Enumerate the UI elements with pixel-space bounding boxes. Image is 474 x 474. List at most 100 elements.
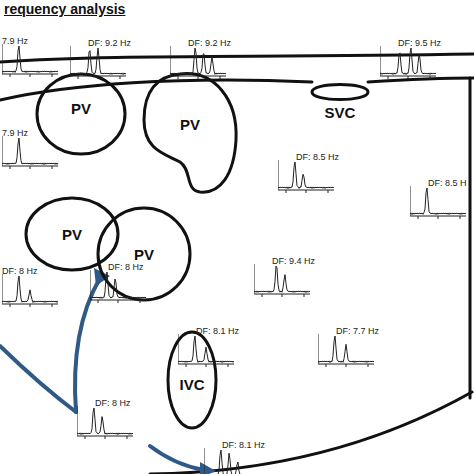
atrial-wall (368, 78, 474, 82)
spectrum-trace (318, 336, 374, 363)
activation-arrow (0, 346, 76, 412)
spectrum-axis (254, 264, 255, 294)
spectrum-tick (408, 76, 409, 79)
spectrum-tick (186, 364, 187, 367)
spectrum-tick (10, 166, 11, 169)
vessel-label: PV (140, 116, 240, 133)
spectrum-axis (90, 270, 91, 300)
spectrum-tick (198, 76, 199, 79)
dominant-frequency: DF: 7.7 Hz (336, 326, 379, 336)
dominant-frequency: 7.9 Hz (2, 36, 28, 46)
spectrum-axis (278, 160, 279, 190)
spectrum-trace (90, 272, 146, 299)
diagram-title: requency analysis (4, 1, 125, 17)
spectrum-trace (2, 138, 58, 165)
spectrum-trace (170, 48, 226, 75)
frequency-spectrum (254, 264, 310, 298)
dominant-frequency: DF: 9.4 Hz (272, 256, 315, 266)
spectrum-trace (77, 408, 133, 435)
dominant-frequency: DF: 8 Hz (108, 262, 144, 272)
spectrum-axis (77, 406, 78, 436)
spectrum-axis (2, 44, 3, 74)
spectrum-axis (170, 46, 171, 76)
spectrum-tick (30, 304, 31, 307)
atrial-roof (0, 54, 474, 62)
spectrum-tick (10, 304, 11, 307)
spectrum-tick (10, 74, 11, 77)
dominant-frequency: DF: 9.2 Hz (188, 38, 231, 48)
spectrum-tick (286, 190, 287, 193)
spectrum-trace (254, 266, 310, 293)
dominant-frequency: DF: 8.5 Hz (296, 152, 339, 162)
spectrum-tick (118, 300, 119, 303)
spectrum-tick (85, 436, 86, 439)
spectrum-axis (2, 136, 3, 166)
frequency-spectrum (380, 46, 436, 80)
spectrum-trace (2, 276, 58, 303)
spectrum-trace (2, 46, 58, 73)
dominant-frequency: 7.9 Hz (2, 128, 28, 138)
vessel-label: SVC (310, 104, 370, 121)
spectrum-tick (430, 76, 431, 79)
vessel-ostium: PV (35, 72, 127, 156)
spectrum-tick (52, 166, 53, 169)
spectrum-tick (438, 216, 439, 219)
frequency-spectrum (2, 136, 58, 170)
dominant-frequency: DF: 8.1 Hz (196, 326, 239, 336)
frequency-spectrum (410, 186, 466, 220)
spectrum-trace (70, 48, 126, 75)
spectrum-tick (120, 76, 121, 79)
spectrum-tick (460, 216, 461, 219)
frequency-spectrum (178, 334, 234, 368)
spectrum-trace (278, 162, 334, 189)
spectrum-tick (140, 300, 141, 303)
spectrum-tick (98, 300, 99, 303)
frequency-spectrum (90, 270, 146, 304)
spectrum-tick (346, 364, 347, 367)
frequency-spectrum (77, 406, 133, 440)
vessel-ostium: IVC (166, 330, 218, 430)
spectrum-tick (328, 190, 329, 193)
spectrum-axis (318, 334, 319, 364)
spectrum-tick (282, 294, 283, 297)
spectrum-axis (178, 334, 179, 364)
spectrum-tick (304, 294, 305, 297)
spectrum-trace (380, 48, 436, 75)
dominant-frequency: DF: 8.1 Hz (222, 440, 265, 450)
spectrum-tick (30, 166, 31, 169)
frequency-spectrum (278, 160, 334, 194)
spectrum-tick (30, 74, 31, 77)
spectrum-tick (326, 364, 327, 367)
arrow-head (200, 462, 216, 474)
frequency-spectrum (204, 448, 260, 474)
frequency-spectrum (318, 334, 374, 368)
frequency-spectrum (170, 46, 226, 80)
spectrum-axis (70, 46, 71, 76)
dominant-frequency: DF: 9.2 Hz (88, 38, 131, 48)
spectrum-tick (206, 364, 207, 367)
frequency-spectrum (70, 46, 126, 80)
spectrum-axis (2, 274, 3, 304)
vessel-outline (312, 85, 368, 100)
spectrum-tick (178, 76, 179, 79)
spectrum-tick (98, 76, 99, 79)
frequency-spectrum (2, 274, 58, 308)
spectrum-tick (228, 364, 229, 367)
vessel-ostium: PV (140, 70, 240, 196)
vessel-ostium: PV (24, 196, 120, 272)
spectrum-tick (262, 294, 263, 297)
spectrum-axis (204, 448, 205, 474)
vessel-label: PV (96, 246, 192, 263)
spectrum-tick (306, 190, 307, 193)
vessel-outline (140, 70, 240, 196)
spectrum-tick (78, 76, 79, 79)
activation-arrow (150, 446, 204, 470)
vessel-ostium: SVC (310, 80, 370, 122)
spectrum-tick (418, 216, 419, 219)
vessel-label: PV (35, 100, 127, 117)
spectrum-tick (220, 76, 221, 79)
atrial-wall (469, 78, 472, 398)
dominant-frequency: DF: 8 Hz (95, 398, 131, 408)
spectrum-tick (52, 74, 53, 77)
